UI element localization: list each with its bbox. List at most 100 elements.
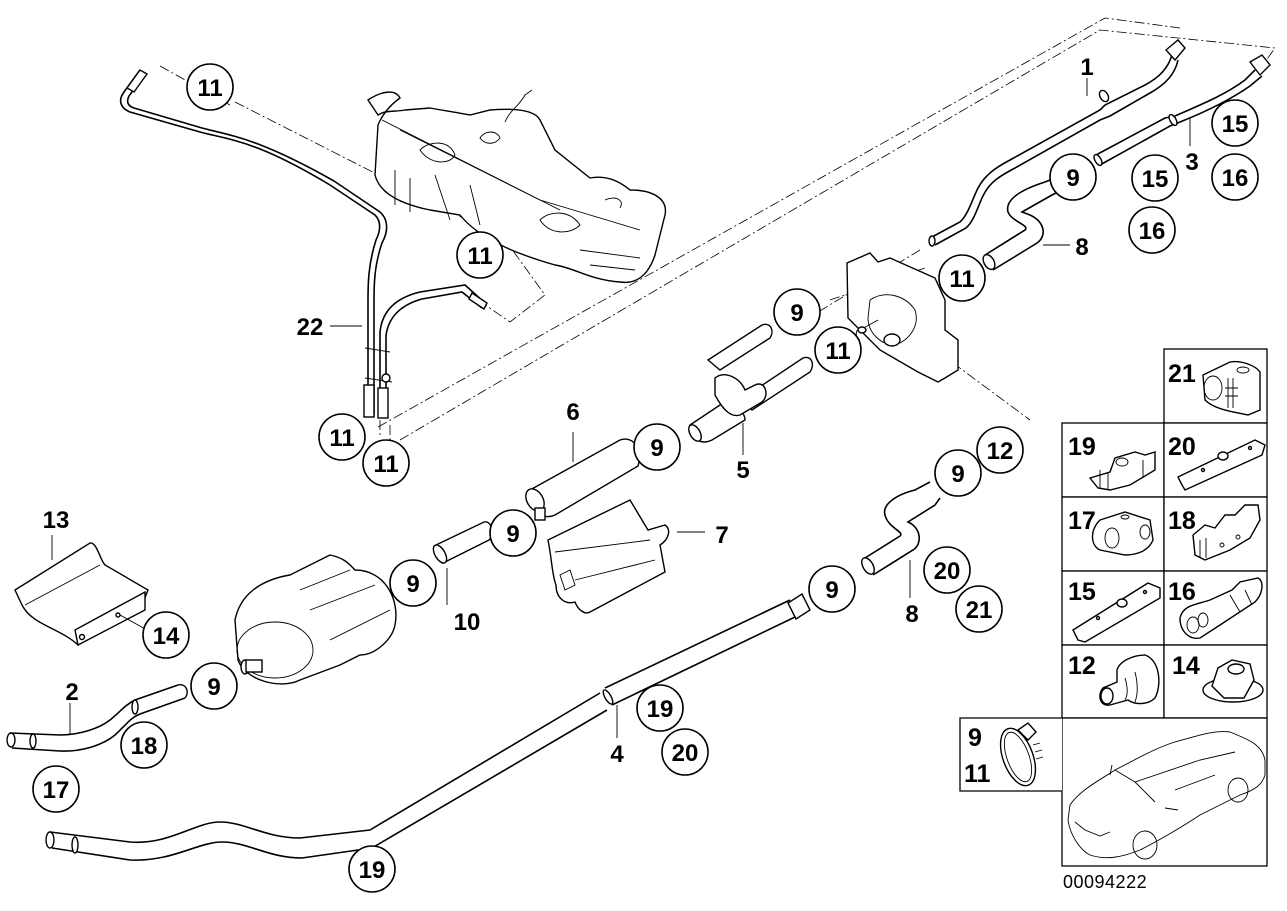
callout-9[interactable]: 9 xyxy=(489,509,537,557)
callout-number: 9 xyxy=(951,461,964,488)
callout-circle xyxy=(362,439,410,487)
callout-9[interactable]: 9 xyxy=(1049,153,1097,201)
grid-label-17: 17 xyxy=(1068,507,1096,535)
pump-mount-bracket[interactable] xyxy=(846,252,959,383)
part-label-22[interactable]: 22 xyxy=(297,314,324,341)
hose-clamp-icon xyxy=(999,722,1044,787)
callout-circle xyxy=(389,559,437,607)
bracket-icon xyxy=(1177,439,1266,491)
part-label-7[interactable]: 7 xyxy=(715,522,728,549)
hose-10[interactable] xyxy=(431,521,493,565)
fuel-line-4[interactable] xyxy=(45,592,811,861)
grid-label-14: 14 xyxy=(1172,652,1200,680)
callout-number: 16 xyxy=(1222,165,1249,192)
part-label-2[interactable]: 2 xyxy=(65,679,78,706)
callout-number: 18 xyxy=(131,733,158,760)
mounting-bracket-icon xyxy=(1072,582,1161,643)
heat-shield-13[interactable] xyxy=(14,542,149,647)
callout-21[interactable]: 21 xyxy=(955,585,1003,633)
callout-circles: 1111111111119999999912151615162021192014… xyxy=(32,63,1259,893)
callout-11[interactable]: 11 xyxy=(362,439,410,487)
callout-17[interactable]: 17 xyxy=(32,765,80,813)
callout-number: 21 xyxy=(966,597,993,624)
callout-11[interactable]: 11 xyxy=(938,254,986,302)
callout-11[interactable]: 11 xyxy=(186,63,234,111)
callout-circle xyxy=(1131,154,1179,202)
fuel-line-3[interactable] xyxy=(1092,54,1271,167)
hex-nut-icon xyxy=(1202,659,1264,703)
clamp-label-11: 11 xyxy=(964,760,991,788)
callout-circle xyxy=(938,254,986,302)
connector-5[interactable] xyxy=(686,323,814,443)
hose-8-top[interactable] xyxy=(981,179,1059,271)
callout-circle xyxy=(318,413,366,461)
callout-circle xyxy=(636,684,684,732)
part-label-10[interactable]: 10 xyxy=(454,609,481,636)
clip-holder-icon xyxy=(1202,360,1261,416)
callout-number: 9 xyxy=(207,674,220,701)
clamp-label-9: 9 xyxy=(968,724,982,752)
callout-16[interactable]: 16 xyxy=(1128,206,1176,254)
callout-circle xyxy=(934,449,982,497)
callout-9[interactable]: 9 xyxy=(934,449,982,497)
callout-12[interactable]: 12 xyxy=(976,426,1024,474)
callout-19[interactable]: 19 xyxy=(636,684,684,732)
callout-number: 20 xyxy=(672,740,699,767)
callout-15[interactable]: 15 xyxy=(1211,99,1259,147)
part-label-3[interactable]: 3 xyxy=(1185,149,1198,176)
callout-11[interactable]: 11 xyxy=(318,413,366,461)
callout-9[interactable]: 9 xyxy=(389,559,437,607)
callout-number: 11 xyxy=(373,451,398,478)
callout-circle xyxy=(1049,153,1097,201)
part-label-5[interactable]: 5 xyxy=(736,457,749,484)
hose-2[interactable] xyxy=(6,684,188,752)
callout-20[interactable]: 20 xyxy=(923,546,971,594)
label-leaders xyxy=(51,78,1191,738)
vent-line-22[interactable] xyxy=(119,69,488,419)
part-label-4[interactable]: 4 xyxy=(610,741,624,768)
callout-11[interactable]: 11 xyxy=(456,231,504,279)
part-label-1[interactable]: 1 xyxy=(1080,54,1093,81)
multi-clip-icon xyxy=(1179,577,1263,639)
part-label-6[interactable]: 6 xyxy=(566,399,579,426)
grommet-icon xyxy=(1099,654,1160,706)
reference-code: 00094222 xyxy=(1063,872,1147,892)
callout-15[interactable]: 15 xyxy=(1131,154,1179,202)
fuel-line-1[interactable] xyxy=(928,39,1186,247)
callout-14[interactable]: 14 xyxy=(142,611,190,659)
callout-number: 20 xyxy=(934,558,961,585)
fuel-filter-6[interactable] xyxy=(522,438,641,521)
hose-8-bottom[interactable] xyxy=(859,481,941,576)
callout-number: 11 xyxy=(329,425,354,452)
callout-number: 9 xyxy=(790,300,803,327)
fuel-pump-motor[interactable] xyxy=(234,554,397,685)
callout-19[interactable]: 19 xyxy=(348,845,396,893)
callout-circle xyxy=(120,721,168,769)
callout-number: 19 xyxy=(359,857,386,884)
callout-number: 14 xyxy=(153,623,180,650)
callout-9[interactable]: 9 xyxy=(773,288,821,336)
grid-label-15: 15 xyxy=(1068,578,1096,606)
callout-9[interactable]: 9 xyxy=(633,423,681,471)
part-label-8[interactable]: 8 xyxy=(1075,234,1088,261)
part-label-13[interactable]: 13 xyxy=(43,507,70,534)
callout-11[interactable]: 11 xyxy=(814,326,862,374)
callout-circle xyxy=(661,728,709,776)
callout-circle xyxy=(808,565,856,613)
callout-number: 19 xyxy=(647,696,674,723)
grid-label-16: 16 xyxy=(1168,578,1196,606)
callout-18[interactable]: 18 xyxy=(120,721,168,769)
double-clip-icon xyxy=(1088,451,1156,491)
fuel-tank[interactable] xyxy=(367,89,667,284)
callout-20[interactable]: 20 xyxy=(661,728,709,776)
callout-9[interactable]: 9 xyxy=(808,565,856,613)
callout-circle xyxy=(633,423,681,471)
callout-16[interactable]: 16 xyxy=(1211,153,1259,201)
pump-housing-7[interactable] xyxy=(547,499,670,614)
part-label-8[interactable]: 8 xyxy=(905,601,918,628)
callout-number: 9 xyxy=(1066,165,1079,192)
triple-clip-icon xyxy=(1192,504,1261,561)
callout-9[interactable]: 9 xyxy=(190,662,238,710)
grid-label-21: 21 xyxy=(1168,360,1196,388)
